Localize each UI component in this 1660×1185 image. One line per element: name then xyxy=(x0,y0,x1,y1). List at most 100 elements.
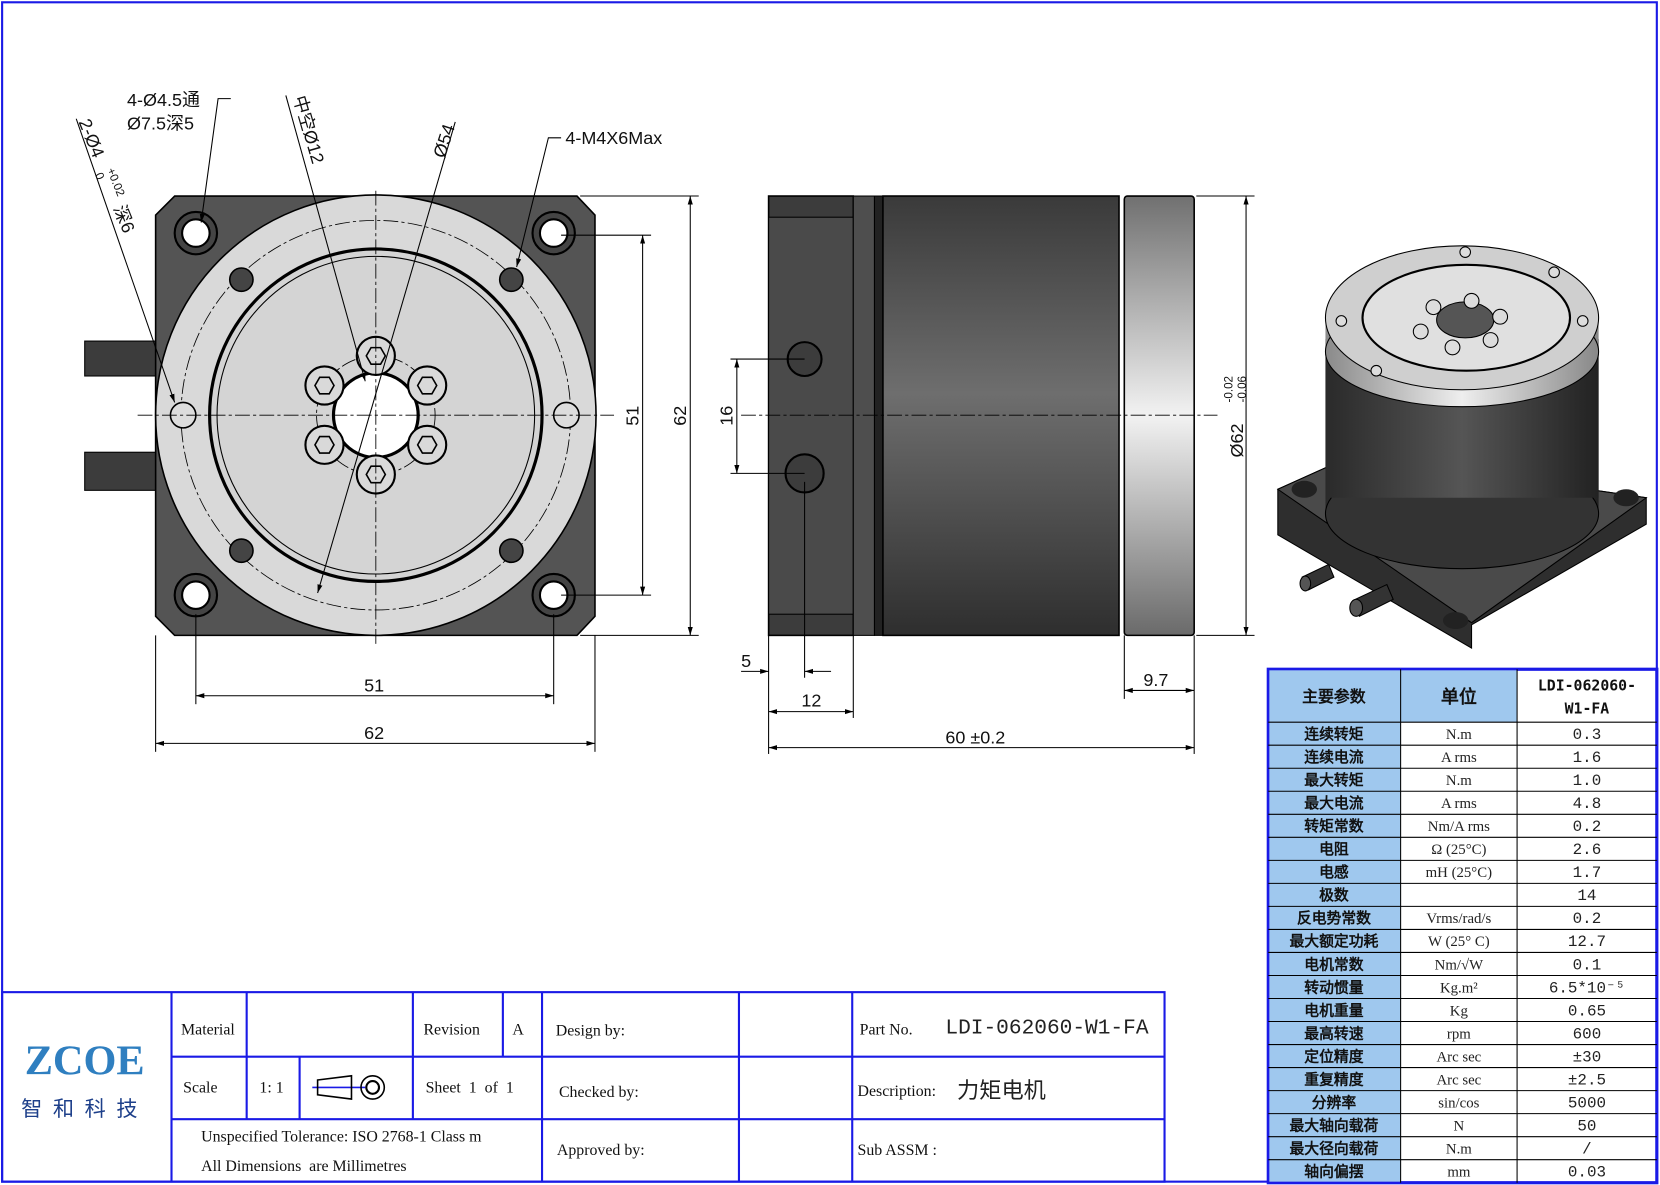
projection-symbol-icon xyxy=(312,1074,386,1100)
callout-tapped-holes: 4-M4X6Max xyxy=(565,128,662,148)
cell-value: 0.2 xyxy=(1573,818,1602,836)
cell-param: 反电势常数 xyxy=(1297,909,1371,927)
tolerance-note: Unspecified Tolerance: ISO 2768-1 Class … xyxy=(201,1128,482,1145)
callout-dowel-tol-upper: +0.02 xyxy=(104,166,127,198)
cell-unit: Kg.m² xyxy=(1440,980,1478,996)
cell-value: ±2.5 xyxy=(1568,1071,1606,1089)
cell-value: 0.65 xyxy=(1568,1002,1606,1020)
cell-unit: N.m xyxy=(1446,727,1472,743)
material-label: Material xyxy=(181,1021,235,1038)
screw-head xyxy=(407,365,448,406)
threaded-holes xyxy=(228,267,524,564)
callout-through-hole: 4-Ø4.5通 xyxy=(127,90,200,110)
cell-unit: Ω (25°C) xyxy=(1431,842,1486,858)
cell-unit: Arc sec xyxy=(1436,1072,1481,1088)
cell-value: 1.0 xyxy=(1573,772,1602,790)
hex-socket-icon xyxy=(416,376,438,395)
header-model-2: W1-FA xyxy=(1565,701,1610,718)
cell-unit: N.m xyxy=(1446,773,1472,789)
cell-value: 6.5*10⁻⁵ xyxy=(1549,979,1625,997)
dim-offset-5: 5 xyxy=(741,651,751,671)
scale-label: Scale xyxy=(183,1080,217,1097)
table-row: 最大转矩 N.m 1.0 xyxy=(1268,767,1657,790)
cell-param: 最大转矩 xyxy=(1304,771,1363,789)
dim-tol-upper: -0.02 xyxy=(1222,376,1235,402)
callout-counterbore: Ø7.5深5 xyxy=(127,113,194,133)
hex-socket-icon xyxy=(365,346,387,365)
table-row: 最大径向载荷 N.m / xyxy=(1268,1136,1657,1158)
approved-by-label: Approved by: xyxy=(557,1142,645,1159)
cell-unit: Nm/√W xyxy=(1435,957,1483,973)
cell-value: 0.1 xyxy=(1573,956,1602,974)
cell-param: 最大电流 xyxy=(1304,794,1363,812)
dim-length-60: 60 ±0.2 xyxy=(945,727,1005,747)
cell-param: 最大轴向载荷 xyxy=(1289,1116,1378,1134)
sub-assembly-label: Sub ASSM : xyxy=(858,1142,937,1159)
screw-head xyxy=(407,424,448,465)
dim-width-51: 51 xyxy=(364,675,384,695)
mount-holes xyxy=(173,210,576,618)
cell-param: 最大额定功耗 xyxy=(1289,932,1378,950)
cell-value: ±30 xyxy=(1573,1048,1602,1066)
cell-value: 0.03 xyxy=(1568,1163,1606,1181)
cell-value: 600 xyxy=(1573,1025,1602,1043)
cell-unit: mH (25°C) xyxy=(1426,865,1492,881)
connector-pin xyxy=(84,340,160,377)
cell-param: 电机常数 xyxy=(1304,955,1363,973)
revision-label: Revision xyxy=(423,1021,480,1038)
motor-body xyxy=(882,195,1120,637)
cell-unit: N xyxy=(1454,1118,1465,1134)
cell-unit: Vrms/rad/s xyxy=(1426,911,1491,927)
company-name-cn: 智和科技 xyxy=(21,1096,148,1121)
cell-unit: Nm/A rms xyxy=(1428,819,1490,835)
cell-param: 转矩常数 xyxy=(1304,817,1363,835)
cell-value: 2.6 xyxy=(1573,841,1602,859)
cell-value: 1.6 xyxy=(1573,749,1602,767)
encoder-ring xyxy=(1123,195,1195,637)
isometric-view xyxy=(1276,245,1648,650)
cell-value: 14 xyxy=(1577,887,1596,905)
dim-ring-9-7: 9.7 xyxy=(1143,670,1168,690)
cell-param: 最大径向载荷 xyxy=(1289,1139,1378,1157)
dim-height-51: 51 xyxy=(622,406,642,426)
description-label: Description: xyxy=(858,1083,936,1100)
table-row: 转矩常数 Nm/A rms 0.2 xyxy=(1268,813,1657,836)
description-value: 力矩电机 xyxy=(957,1078,1046,1104)
cell-value: / xyxy=(1582,1140,1592,1158)
cell-param: 分辨率 xyxy=(1312,1093,1357,1111)
dim-height-62: 62 xyxy=(670,406,690,426)
header-model-1: LDI-062060- xyxy=(1538,677,1636,694)
cell-unit: Arc sec xyxy=(1436,1049,1481,1065)
cell-param: 连续电流 xyxy=(1304,748,1363,766)
dim-flange-12: 12 xyxy=(801,690,821,710)
cell-unit: sin/cos xyxy=(1438,1095,1479,1111)
company-logo: ZCOE xyxy=(25,1038,145,1085)
screw-head xyxy=(304,424,345,465)
revision-value: A xyxy=(512,1021,524,1038)
table-row: 最高转速 rpm 600 xyxy=(1268,1020,1657,1043)
hex-socket-icon xyxy=(365,465,387,484)
cell-value: 5000 xyxy=(1568,1094,1606,1112)
cell-unit: W (25° C) xyxy=(1428,934,1490,950)
cell-value: 0.3 xyxy=(1573,726,1602,744)
design-by-label: Design by: xyxy=(556,1023,625,1040)
scale-value: 1: 1 xyxy=(259,1080,283,1097)
cell-param: 最高转速 xyxy=(1304,1024,1363,1042)
callout-dowel-depth: 深6 xyxy=(110,202,139,235)
callout-dowel-tol-lower: 0 xyxy=(92,171,107,182)
cell-unit: rpm xyxy=(1447,1026,1471,1042)
side-view: 16 Ø62 -0.02 -0.06 5 12 9.7 60 ±0.2 xyxy=(717,195,1255,754)
cell-unit: N.m xyxy=(1446,1141,1472,1157)
table-row: 分辨率 sin/cos 5000 xyxy=(1268,1090,1657,1112)
